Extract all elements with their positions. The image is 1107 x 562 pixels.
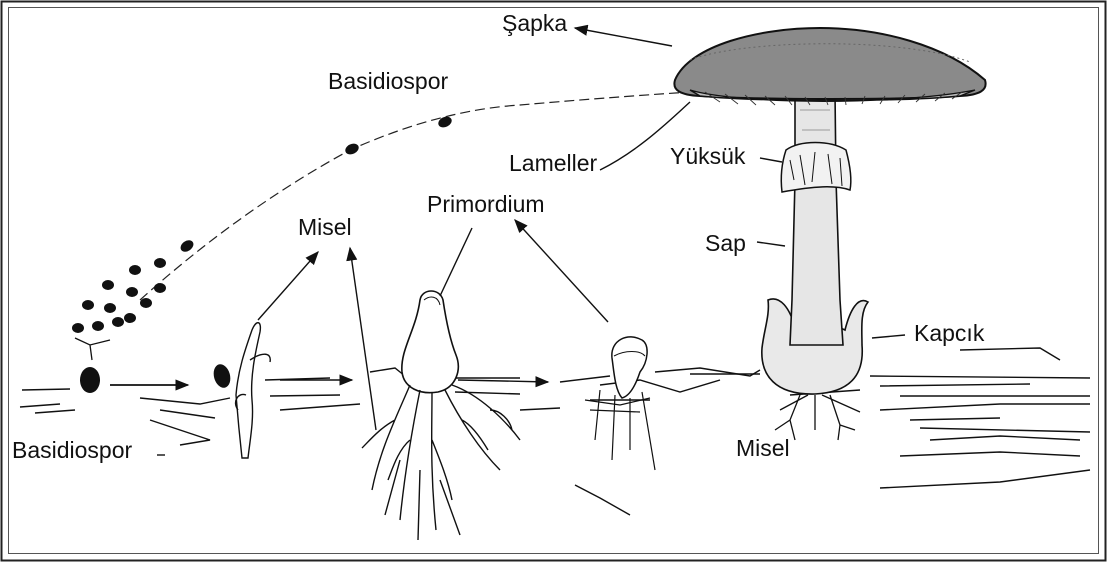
- label-sap: Sap: [705, 232, 746, 255]
- label-yuksuk: Yüksük: [670, 145, 745, 168]
- label-misel-left: Misel: [298, 216, 352, 239]
- ground-lines: [20, 348, 1090, 515]
- spore-trajectory: [140, 92, 690, 300]
- spore-cluster: [72, 115, 453, 333]
- label-lameller: Lameller: [509, 152, 597, 175]
- label-basidiospor-bottom: Basidiospor: [12, 439, 132, 462]
- basidium-stalk: [75, 338, 110, 360]
- label-sapka: Şapka: [502, 12, 567, 35]
- germ-tube: [211, 323, 270, 458]
- label-basidiospor-top: Basidiospor: [328, 70, 448, 93]
- germinating-spore: [80, 367, 100, 393]
- primordium-stage: [362, 291, 520, 540]
- label-misel-bottom: Misel: [736, 437, 790, 460]
- button-stage: [585, 337, 655, 470]
- label-kapcik: Kapcık: [914, 322, 984, 345]
- label-primordium: Primordium: [427, 193, 545, 216]
